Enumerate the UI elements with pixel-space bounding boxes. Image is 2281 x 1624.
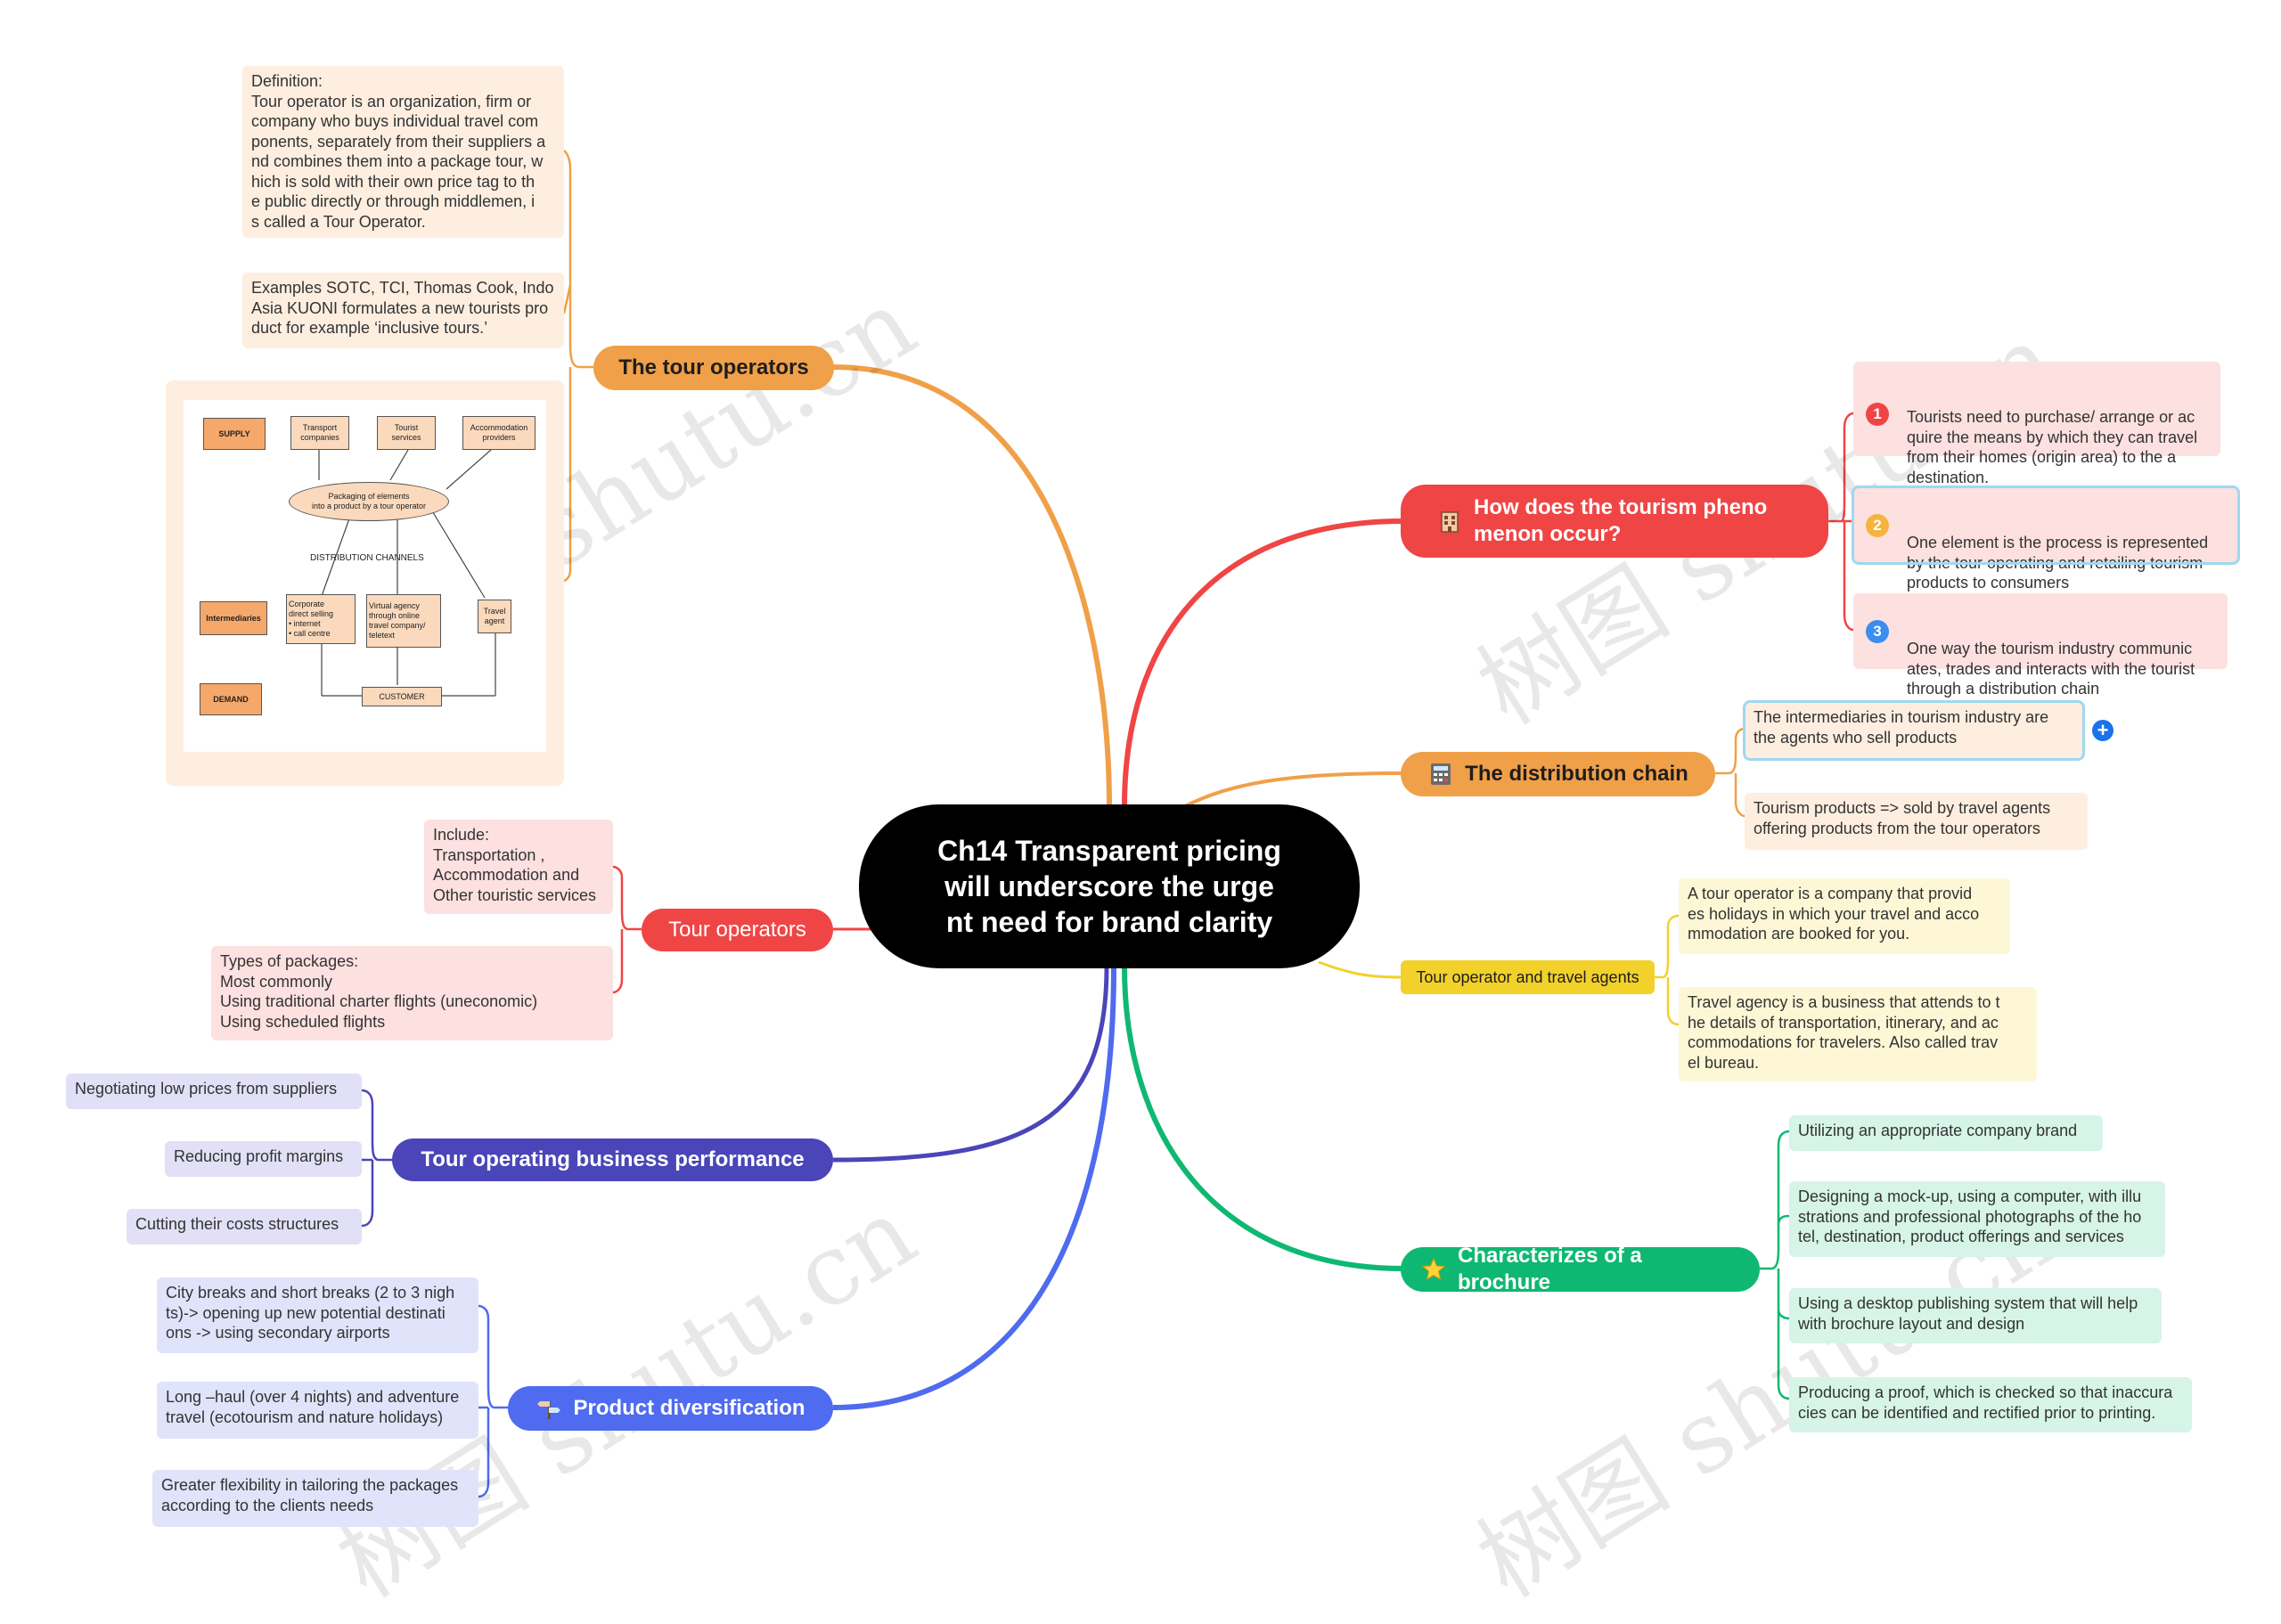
calculator-icon: [1427, 761, 1454, 788]
hotel-icon: [1436, 508, 1463, 535]
diagram-virtual: Virtual agency through online travel com…: [366, 594, 441, 648]
star-icon: [1420, 1256, 1447, 1283]
diagram-channels: DISTRIBUTION CHANNELS: [310, 553, 424, 563]
bracket-tour-operators-mid: [612, 865, 642, 994]
connector-tourism-phenomenon: [1122, 518, 1404, 807]
topic-brochure[interactable]: Characterizes of a brochure: [1401, 1244, 1760, 1294]
bracket-tourism-phenomenon: [1828, 412, 1854, 632]
bracket-business-performance: [361, 1089, 392, 1228]
leaf-distribution-2[interactable]: Tourism products => sold by travel agent…: [1745, 793, 2088, 850]
bracket-tour-operators-top: [562, 148, 593, 583]
leaf-phenomenon-1[interactable]: 1 Tourists need to purchase/ arrange or …: [1853, 362, 2220, 486]
leaf-performance-1[interactable]: Negotiating low prices from suppliers: [66, 1073, 362, 1109]
diagram-canvas: SUPPLY Transport companies Tourist servi…: [184, 400, 546, 752]
plus-icon[interactable]: +: [2092, 720, 2113, 741]
leaf-brochure-2[interactable]: Designing a mock-up, using a computer, w…: [1789, 1181, 2165, 1257]
leaf-definition[interactable]: Definition: Tour operator is an organiza…: [242, 66, 564, 238]
topic-label: Product diversification: [573, 1396, 805, 1420]
topic-label: Characterizes of a brochure: [1458, 1244, 1642, 1294]
diagram-packaging: Packaging of elements into a product by …: [289, 482, 449, 521]
number-badge: 2: [1866, 514, 1889, 537]
diagram-accommodation: Accommodation providers: [462, 416, 536, 450]
diagram-intermediaries: Intermediaries: [200, 601, 267, 635]
topic-tourism-phenomenon[interactable]: How does the tourism pheno menon occur?: [1401, 485, 1828, 558]
connector-business-performance: [832, 966, 1109, 1163]
topic-label: How does the tourism pheno menon occur?: [1474, 495, 1768, 546]
leaf-brochure-3[interactable]: Using a desktop publishing system that w…: [1789, 1288, 2162, 1343]
topic-distribution-chain[interactable]: The distribution chain: [1401, 752, 1715, 796]
signpost-icon: [536, 1395, 562, 1422]
diagram-supply: SUPPLY: [203, 418, 266, 450]
leaf-phenomenon-3[interactable]: 3 One way the tourism industry communic …: [1853, 593, 2228, 698]
connector-product-diversification: [832, 966, 1116, 1410]
connector-distribution-chain: [1184, 771, 1404, 808]
diagram-customer: CUSTOMER: [362, 687, 442, 706]
topic-product-diversification[interactable]: Product diversification: [508, 1386, 833, 1431]
bracket-product-diversification: [478, 1304, 508, 1498]
topic-tour-operators-top[interactable]: The tour operators: [593, 346, 834, 390]
diagram-demand: DEMAND: [200, 683, 262, 715]
diagram-tourist-services: Tourist services: [377, 416, 436, 450]
bracket-distribution-chain: [1715, 727, 1745, 818]
leaf-examples[interactable]: Examples SOTC, TCI, Thomas Cook, Indo As…: [242, 273, 564, 348]
leaf-brochure-4[interactable]: Producing a proof, which is checked so t…: [1789, 1377, 2192, 1432]
topic-label: The distribution chain: [1465, 762, 1688, 786]
number-badge: 3: [1866, 620, 1889, 643]
topic-operator-and-agents[interactable]: Tour operator and travel agents: [1401, 960, 1655, 994]
central-topic[interactable]: Ch14 Transparent pricing will underscore…: [859, 804, 1360, 968]
leaf-text: One element is the process is represente…: [1907, 534, 2209, 592]
leaf-brochure-1[interactable]: Utilizing an appropriate company brand: [1789, 1115, 2103, 1151]
leaf-diversification-1[interactable]: City breaks and short breaks (2 to 3 nig…: [157, 1277, 478, 1353]
diagram-lines: [318, 449, 496, 697]
diagram-travel-agent: Travel agent: [478, 600, 511, 633]
diagram-corporate: Corporate direct selling • internet • ca…: [286, 594, 356, 644]
leaf-diversification-3[interactable]: Greater flexibility in tailoring the pac…: [152, 1470, 478, 1527]
connector-operator-agents: [1318, 960, 1404, 979]
bracket-operator-agents: [1655, 914, 1680, 1026]
leaf-agent-2[interactable]: Travel agency is a business that attends…: [1679, 987, 2037, 1081]
leaf-text: Tourists need to purchase/ arrange or ac…: [1907, 408, 2198, 486]
number-badge: 1: [1866, 403, 1889, 426]
bracket-brochure: [1760, 1130, 1790, 1400]
leaf-phenomenon-2[interactable]: 2 One element is the process is represen…: [1852, 486, 2240, 592]
leaf-operators-include[interactable]: Include: Transportation , Accommodation …: [424, 820, 613, 914]
leaf-performance-2[interactable]: Reducing profit margins: [165, 1141, 362, 1177]
topic-business-performance[interactable]: Tour operating business performance: [392, 1138, 833, 1181]
connector-tour-operators-top: [832, 364, 1112, 807]
distribution-diagram[interactable]: SUPPLY Transport companies Tourist servi…: [166, 380, 564, 786]
leaf-agent-1[interactable]: A tour operator is a company that provid…: [1679, 878, 2010, 954]
connector-brochure: [1122, 966, 1404, 1271]
leaf-text: One way the tourism industry communic at…: [1907, 640, 2195, 698]
diagram-transport: Transport companies: [290, 416, 349, 450]
leaf-performance-3[interactable]: Cutting their costs structures: [127, 1209, 362, 1245]
leaf-diversification-2[interactable]: Long –haul (over 4 nights) and adventure…: [157, 1382, 478, 1439]
leaf-operators-packages[interactable]: Types of packages: Most commonly Using t…: [211, 946, 613, 1041]
topic-tour-operators-mid[interactable]: Tour operators: [642, 909, 833, 951]
leaf-distribution-1[interactable]: The intermediaries in tourism industry a…: [1743, 700, 2085, 761]
